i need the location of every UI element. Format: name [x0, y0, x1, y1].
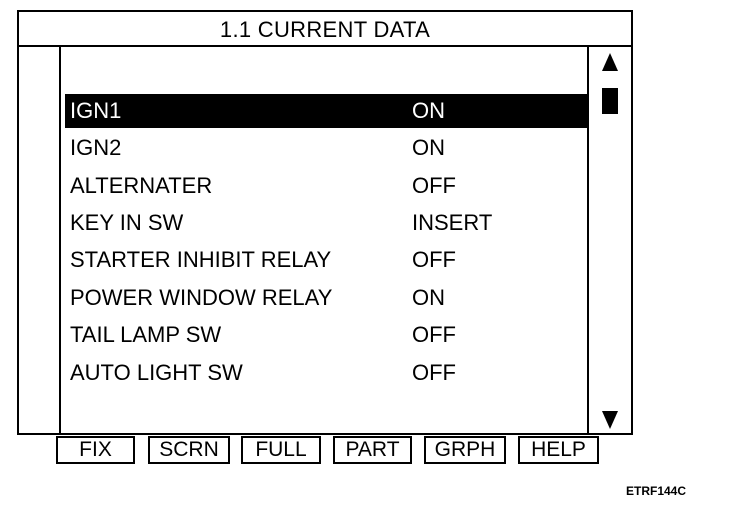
data-row-ign1[interactable]: IGN1 ON [65, 94, 587, 128]
data-row-value: OFF [412, 247, 456, 272]
scrollbar[interactable] [589, 45, 633, 435]
data-row-label: IGN1 [70, 98, 122, 123]
figure-code: ETRF144C [626, 484, 687, 498]
data-row-label: STARTER INHIBIT RELAY [70, 247, 332, 272]
data-row-value: OFF [412, 173, 456, 198]
data-row-value: ON [412, 285, 445, 310]
data-row-ign2[interactable]: IGN2 ON [65, 131, 587, 165]
full-button[interactable]: FULL [241, 436, 321, 464]
data-row-value: OFF [412, 360, 456, 385]
data-row-label: AUTO LIGHT SW [70, 360, 243, 385]
data-row-label: KEY IN SW [70, 210, 184, 235]
scroll-thumb[interactable] [602, 88, 618, 114]
data-row-label: ALTERNATER [70, 173, 213, 198]
data-row-value: OFF [412, 322, 456, 347]
data-row-value: ON [412, 98, 445, 123]
data-row-label: POWER WINDOW RELAY [70, 285, 333, 310]
data-row-label: TAIL LAMP SW [70, 322, 222, 347]
fix-button[interactable]: FIX [56, 436, 135, 464]
current-data-list: IGN1 ON IGN2 ON ALTERNATER OFF KEY IN SW… [59, 45, 589, 435]
arrow-up-icon[interactable] [602, 53, 618, 71]
data-row-tail-lamp-sw[interactable]: TAIL LAMP SW OFF [65, 318, 587, 352]
scrn-button[interactable]: SCRN [148, 436, 230, 464]
arrow-down-icon[interactable] [602, 411, 618, 429]
data-row-alternater[interactable]: ALTERNATER OFF [65, 169, 587, 203]
data-row-auto-light-sw[interactable]: AUTO LIGHT SW OFF [65, 356, 587, 390]
data-row-starter-inhibit-relay[interactable]: STARTER INHIBIT RELAY OFF [65, 243, 587, 277]
help-button[interactable]: HELP [518, 436, 599, 464]
data-row-label: IGN2 [70, 135, 122, 160]
part-button[interactable]: PART [333, 436, 412, 464]
data-row-key-in-sw[interactable]: KEY IN SW INSERT [65, 206, 587, 240]
scan-tool-screen: 1.1 CURRENT DATA IGN1 ON IGN2 ON ALTERNA… [17, 10, 633, 435]
grph-button[interactable]: GRPH [424, 436, 506, 464]
data-row-power-window-relay[interactable]: POWER WINDOW RELAY ON [65, 281, 587, 315]
data-row-value: INSERT [412, 210, 493, 235]
screen-title: 1.1 CURRENT DATA [19, 12, 631, 47]
data-row-value: ON [412, 135, 445, 160]
